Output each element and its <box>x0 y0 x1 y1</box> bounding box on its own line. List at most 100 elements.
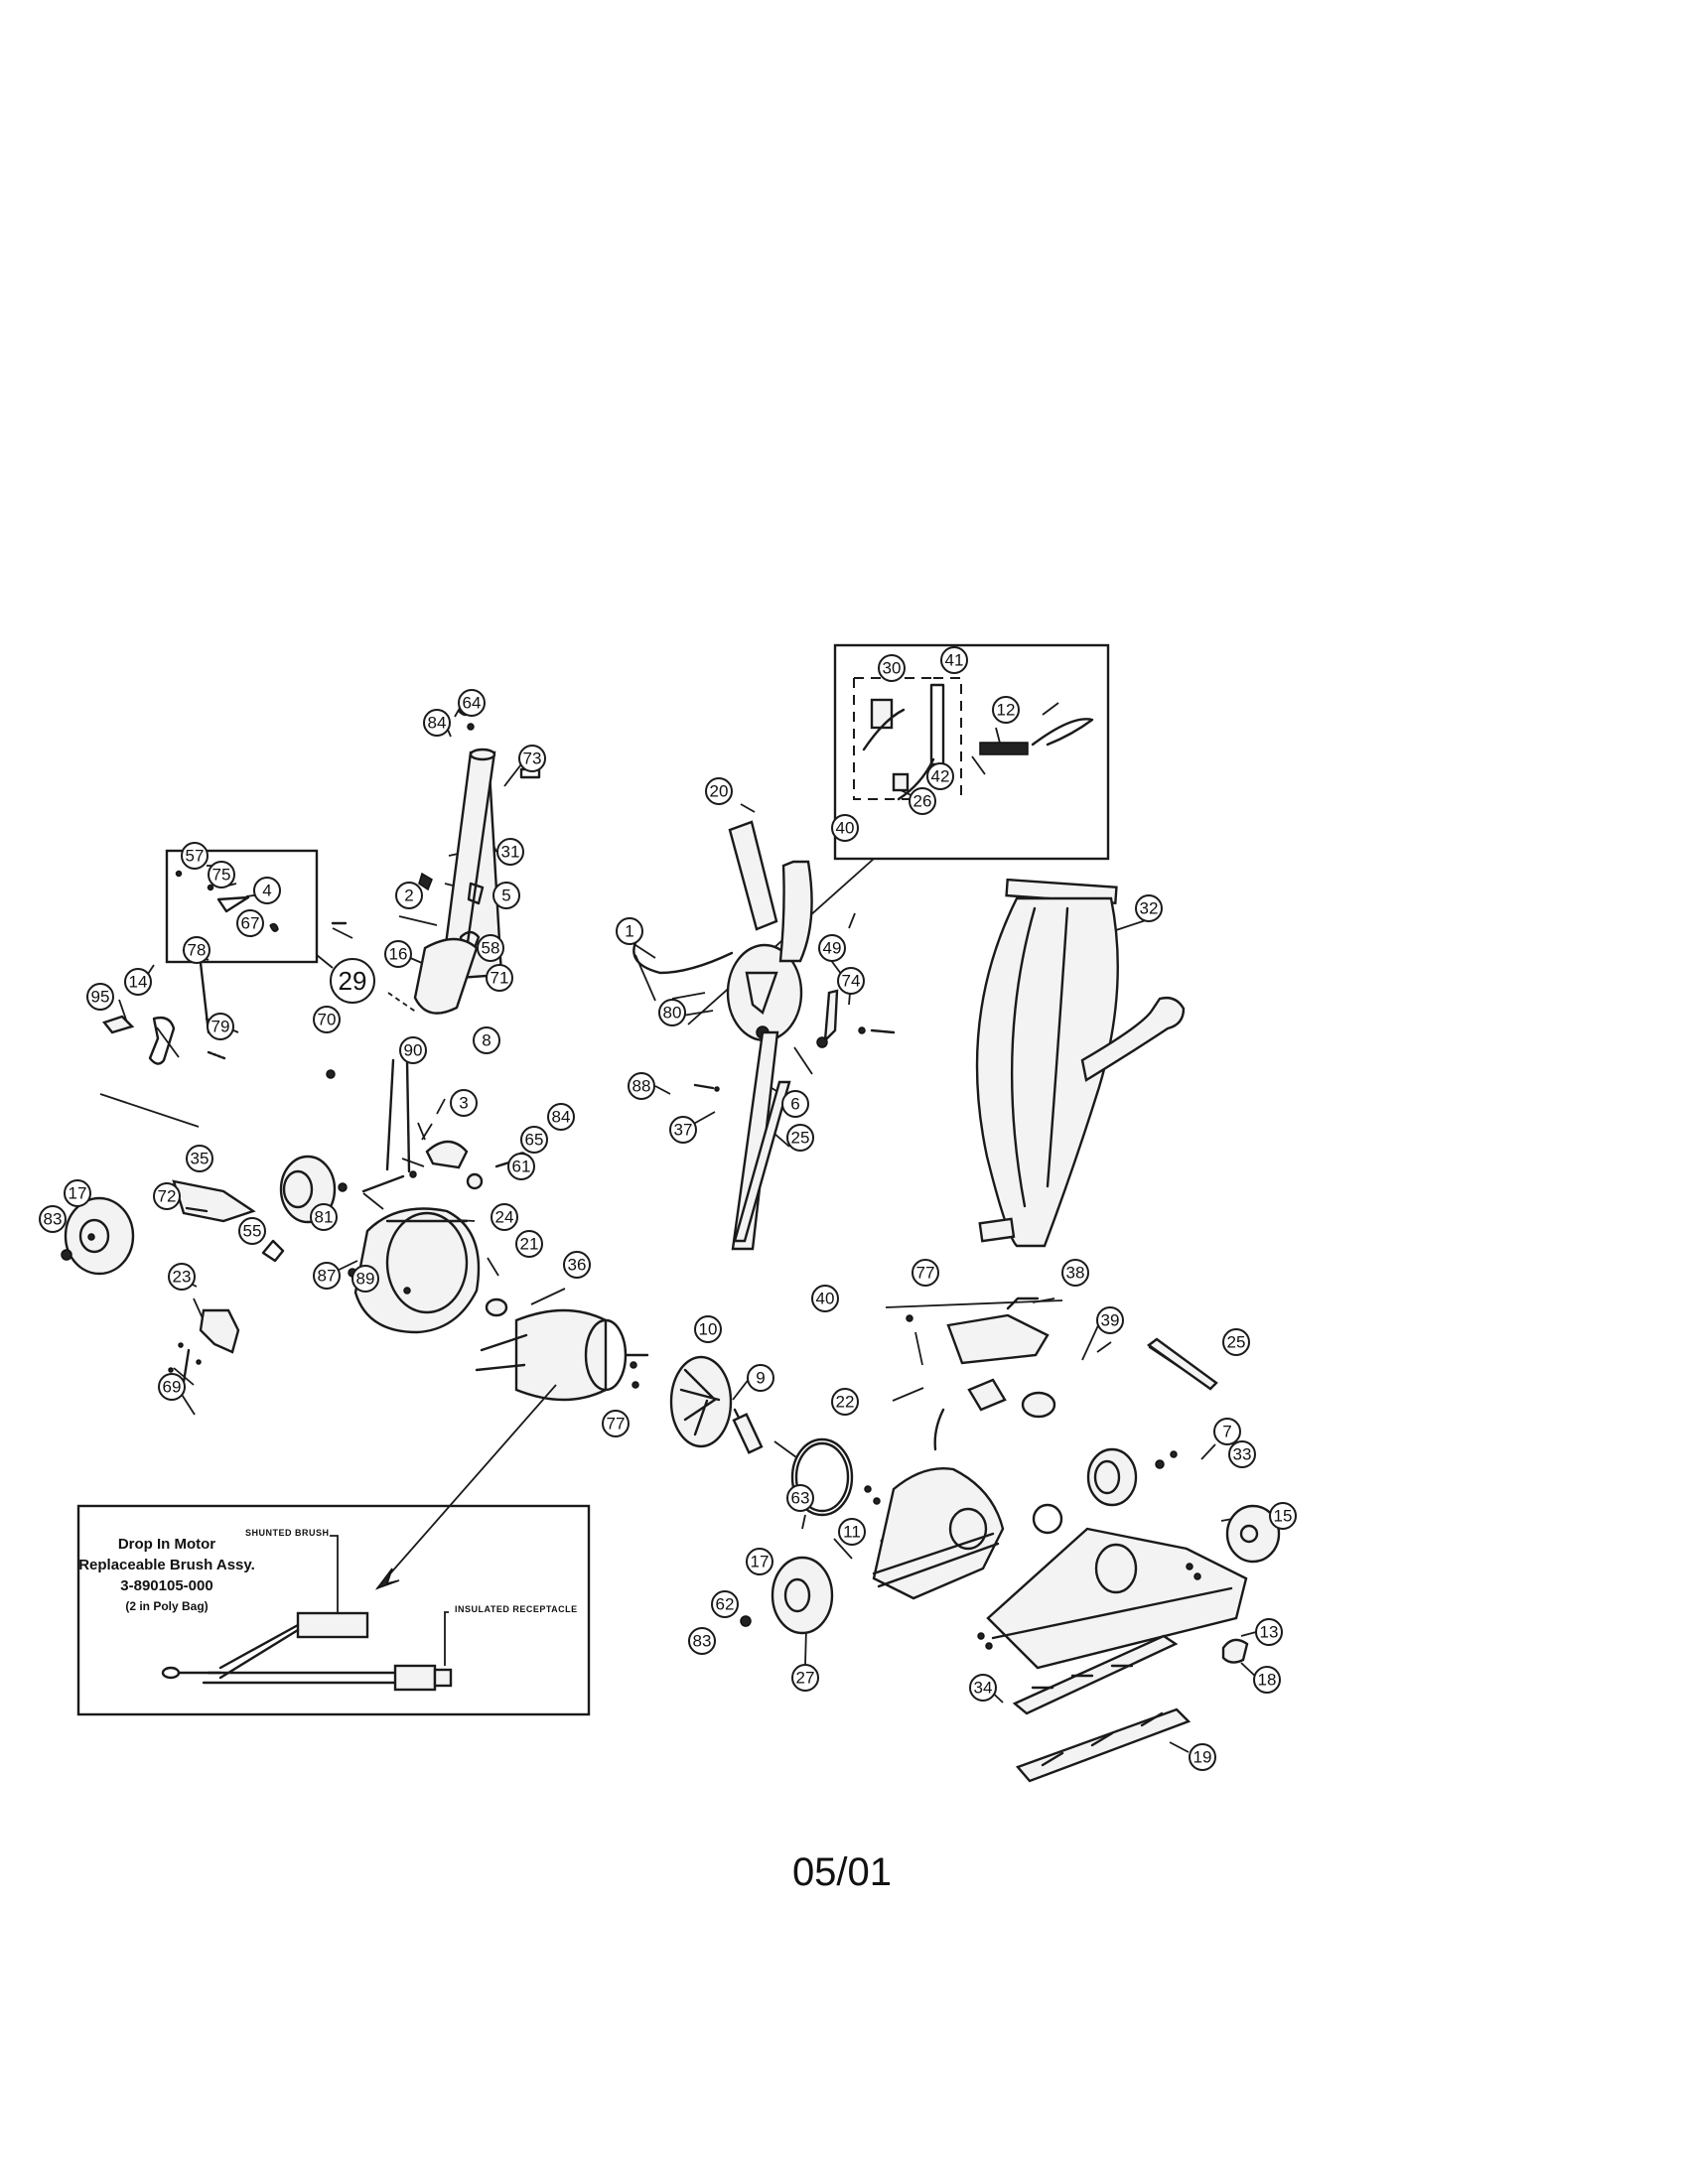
svg-text:58: 58 <box>482 939 500 958</box>
insulated-receptacle-label: INSULATED RECEPTACLE <box>455 1604 578 1614</box>
callout-26: 26 <box>909 787 936 815</box>
callout-40: 40 <box>831 814 859 842</box>
callout-70: 70 <box>313 1006 341 1033</box>
svg-text:88: 88 <box>632 1077 651 1096</box>
svg-text:42: 42 <box>931 767 950 786</box>
callout-4: 4 <box>253 877 281 904</box>
callout-17b: 17 <box>746 1548 773 1575</box>
svg-text:36: 36 <box>568 1256 587 1275</box>
callout-1: 1 <box>616 917 643 945</box>
latch-assembly-box <box>165 849 418 1014</box>
callout-63: 63 <box>786 1484 814 1512</box>
callout-77: 77 <box>602 1410 630 1437</box>
svg-text:62: 62 <box>716 1595 735 1614</box>
svg-text:75: 75 <box>212 866 231 885</box>
svg-text:34: 34 <box>974 1679 993 1698</box>
svg-text:15: 15 <box>1274 1507 1293 1526</box>
callout-27: 27 <box>791 1664 819 1692</box>
svg-text:73: 73 <box>523 750 542 768</box>
callout-37: 37 <box>669 1116 697 1144</box>
inset-title: Drop In Motor <box>118 1536 215 1553</box>
callout-75: 75 <box>208 861 235 888</box>
callout-67: 67 <box>236 909 264 937</box>
svg-text:90: 90 <box>404 1041 423 1060</box>
svg-text:72: 72 <box>158 1187 177 1206</box>
callout-22: 22 <box>831 1388 859 1416</box>
svg-text:84: 84 <box>428 714 447 733</box>
callout-29: 29 <box>330 958 375 1004</box>
callout-84: 84 <box>423 709 451 737</box>
nozzle-base <box>977 1447 1281 1783</box>
svg-text:26: 26 <box>913 792 932 811</box>
svg-text:77: 77 <box>607 1415 626 1433</box>
svg-text:25: 25 <box>1227 1333 1246 1352</box>
callouts: 64 84 73 31 2 5 16 58 71 57 75 4 67 29 7… <box>39 646 1297 1771</box>
svg-text:80: 80 <box>663 1004 682 1023</box>
callout-69: 69 <box>158 1373 186 1401</box>
svg-text:39: 39 <box>1101 1311 1120 1330</box>
callout-84b: 84 <box>547 1103 575 1131</box>
svg-text:37: 37 <box>674 1121 693 1140</box>
callout-58: 58 <box>477 934 504 962</box>
callout-87: 87 <box>313 1262 341 1290</box>
svg-text:27: 27 <box>796 1669 815 1688</box>
svg-text:38: 38 <box>1066 1264 1085 1283</box>
pedal-parts <box>101 961 336 1079</box>
callout-15: 15 <box>1269 1502 1297 1530</box>
callout-41: 41 <box>940 646 968 674</box>
callout-33: 33 <box>1228 1440 1256 1468</box>
svg-text:3: 3 <box>459 1094 468 1113</box>
svg-text:7: 7 <box>1222 1423 1231 1441</box>
motor-housing <box>348 1207 508 1334</box>
callout-34: 34 <box>969 1674 997 1702</box>
callout-23: 23 <box>168 1263 196 1291</box>
callout-7: 7 <box>1213 1418 1241 1445</box>
callout-6: 6 <box>781 1090 809 1118</box>
callout-40b: 40 <box>811 1285 839 1312</box>
svg-text:30: 30 <box>883 659 902 678</box>
svg-text:55: 55 <box>243 1222 262 1241</box>
svg-text:65: 65 <box>525 1131 544 1150</box>
latch-parts <box>172 1179 285 1263</box>
svg-text:1: 1 <box>625 922 633 941</box>
callout-9: 9 <box>747 1364 774 1392</box>
callout-42: 42 <box>926 762 954 790</box>
callout-77b: 77 <box>912 1259 939 1287</box>
callout-16: 16 <box>384 940 412 968</box>
svg-text:6: 6 <box>790 1095 799 1114</box>
callout-31: 31 <box>496 838 524 866</box>
svg-text:14: 14 <box>129 973 148 992</box>
callout-72: 72 <box>153 1182 181 1210</box>
svg-text:16: 16 <box>389 945 408 964</box>
svg-text:19: 19 <box>1193 1748 1212 1767</box>
callout-64: 64 <box>458 689 486 717</box>
svg-text:61: 61 <box>512 1158 531 1176</box>
callout-10: 10 <box>694 1315 722 1343</box>
svg-text:29: 29 <box>339 966 367 996</box>
svg-text:40: 40 <box>816 1290 835 1308</box>
callout-30: 30 <box>878 654 906 682</box>
callout-25b: 25 <box>1222 1328 1250 1356</box>
svg-text:78: 78 <box>188 941 207 960</box>
callout-80: 80 <box>658 999 686 1026</box>
svg-text:23: 23 <box>173 1268 192 1287</box>
callout-35: 35 <box>186 1145 213 1172</box>
inset-subtitle: Replaceable Brush Assy. <box>78 1557 255 1573</box>
callout-32: 32 <box>1135 894 1163 922</box>
callout-38: 38 <box>1061 1259 1089 1287</box>
svg-text:89: 89 <box>356 1270 375 1289</box>
svg-text:22: 22 <box>836 1393 855 1412</box>
svg-text:2: 2 <box>404 887 413 905</box>
callout-39: 39 <box>1096 1306 1124 1334</box>
shaft <box>732 1413 764 1454</box>
svg-text:25: 25 <box>791 1129 810 1148</box>
svg-text:11: 11 <box>843 1523 861 1542</box>
callout-8: 8 <box>473 1026 500 1054</box>
callout-88: 88 <box>628 1072 655 1100</box>
svg-text:5: 5 <box>501 887 510 905</box>
svg-text:13: 13 <box>1260 1623 1279 1642</box>
callout-95: 95 <box>86 983 114 1011</box>
callout-49: 49 <box>818 934 846 962</box>
dust-bag <box>975 878 1186 1248</box>
